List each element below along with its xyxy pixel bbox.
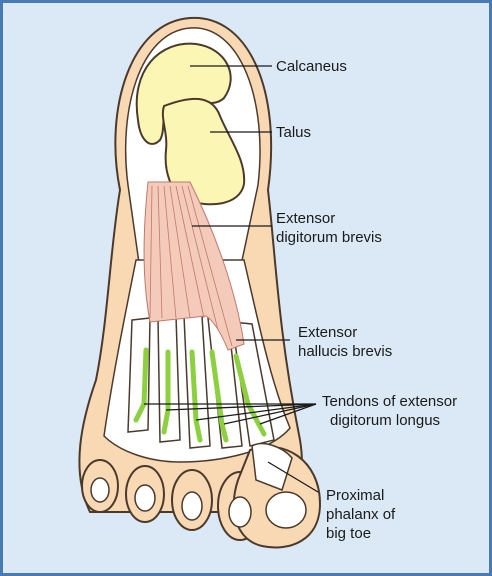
talus-bone <box>161 97 246 206</box>
phalanx-leader <box>267 461 319 493</box>
calcaneus-label: Calcaneus <box>276 58 347 75</box>
big-toe-proximal-phalanx <box>251 442 293 491</box>
extensor-digitorum-brevis-muscle <box>143 181 245 351</box>
muscle-fibers <box>149 185 233 347</box>
edb-label-line1: Extensor <box>276 210 335 227</box>
phalanx-label-line2: phalanx of <box>326 506 396 523</box>
phalanx-label-line1: Proximal <box>326 487 384 504</box>
tendons-label-line2: digitorum longus <box>330 412 440 429</box>
tendons-label-line1: Tendons of extensor <box>322 393 457 410</box>
leader-lines <box>144 65 319 493</box>
tendons-leader-5 <box>259 403 317 425</box>
talus-label: Talus <box>276 124 311 141</box>
ehb-label-line2: hallucis brevis <box>298 343 392 360</box>
tendons-leader-2 <box>165 403 317 411</box>
phalanx-label-line3: big toe <box>326 525 371 542</box>
edb-label-line2: digitorum brevis <box>276 229 382 246</box>
calcaneus-bone <box>135 42 232 145</box>
ehb-label-line1: Extensor <box>298 324 357 341</box>
tendons-leader-4 <box>223 403 317 425</box>
tendons-leader-3 <box>195 403 317 421</box>
toenails <box>90 477 307 529</box>
